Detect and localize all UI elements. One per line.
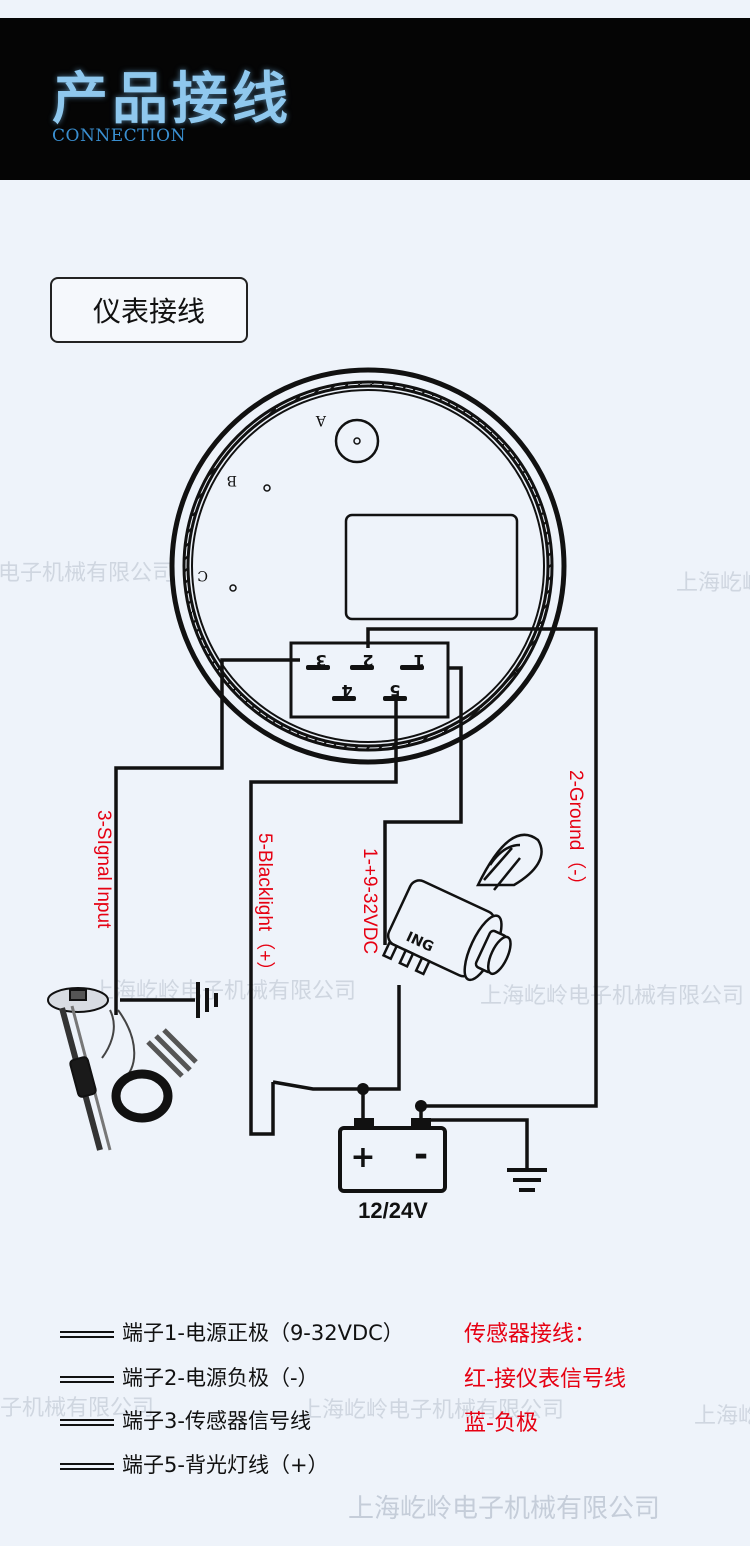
page-title: 产品接线 xyxy=(52,67,292,132)
gauge: A B C xyxy=(169,367,567,765)
wire-backlight xyxy=(249,696,398,1136)
wire-signal xyxy=(114,658,300,1015)
label-ground: 2-Ground（-） xyxy=(565,770,587,895)
wire-battery-ground xyxy=(421,1118,529,1170)
header-banner: 产品接线 CONNECTION xyxy=(0,18,750,180)
legend-wire-icon xyxy=(60,1376,114,1383)
battery-plus: + xyxy=(350,1140,375,1175)
legend-text: 端子3-传感器信号线 xyxy=(122,1409,311,1433)
legend-text: 端子5-背光灯线（+） xyxy=(122,1453,329,1477)
junction-dot xyxy=(357,1083,369,1095)
label-b: B xyxy=(227,472,237,488)
terminal-4-label: 4 xyxy=(341,681,352,700)
sensor-wiring-title: 传感器接线： xyxy=(464,1322,597,1347)
knob-a xyxy=(334,418,380,464)
terminal-5-label: 5 xyxy=(389,681,400,700)
section-label: 仪表接线 xyxy=(92,295,205,328)
sensor-wiring-red: 红-接仪表信号线 xyxy=(464,1367,626,1392)
label-c: C xyxy=(197,567,208,583)
legend-text: 端子1-电源正极（9-32VDC） xyxy=(122,1321,404,1345)
sensor-ground-symbol xyxy=(196,982,218,1018)
wire-ignition-battery xyxy=(361,985,401,1120)
terminal-3-label: 3 xyxy=(315,651,326,670)
ground-symbol xyxy=(507,1168,547,1192)
junction-dot xyxy=(415,1100,427,1112)
label-a: A xyxy=(315,412,327,428)
company-watermark: 上海屹岭电子机械有限公司 xyxy=(348,1494,661,1524)
ignition-switch xyxy=(381,833,543,982)
display-window xyxy=(344,513,519,621)
sensor-wiring-blue: 蓝-负极 xyxy=(464,1411,538,1436)
label-backlight: 5-Blacklight（+） xyxy=(254,833,276,980)
backlight-switch xyxy=(272,1080,363,1091)
terminal-2-label: 2 xyxy=(362,651,373,670)
label-power: 1-+9-32VDC xyxy=(359,848,380,954)
section-label-box: 仪表接线 xyxy=(50,277,248,343)
wire-power xyxy=(383,666,463,945)
terminal-1-label: 1 xyxy=(413,651,424,670)
terminal-block: 1 2 3 4 5 xyxy=(289,641,450,719)
battery: + - 12/24V xyxy=(338,1118,447,1223)
page-subtitle: CONNECTION xyxy=(52,126,186,146)
label-signal-input: 3-SIgnal Input xyxy=(93,810,114,929)
battery-minus: - xyxy=(414,1135,428,1175)
legend-text: 端子2-电源负极（-） xyxy=(122,1366,319,1390)
fuel-sensor xyxy=(47,987,198,1151)
legend-wire-icon xyxy=(60,1463,114,1470)
legend-wire-icon xyxy=(60,1331,114,1338)
wire-ground xyxy=(366,627,598,1108)
battery-voltage: 12/24V xyxy=(358,1198,428,1223)
legend-wire-icon xyxy=(60,1419,114,1426)
